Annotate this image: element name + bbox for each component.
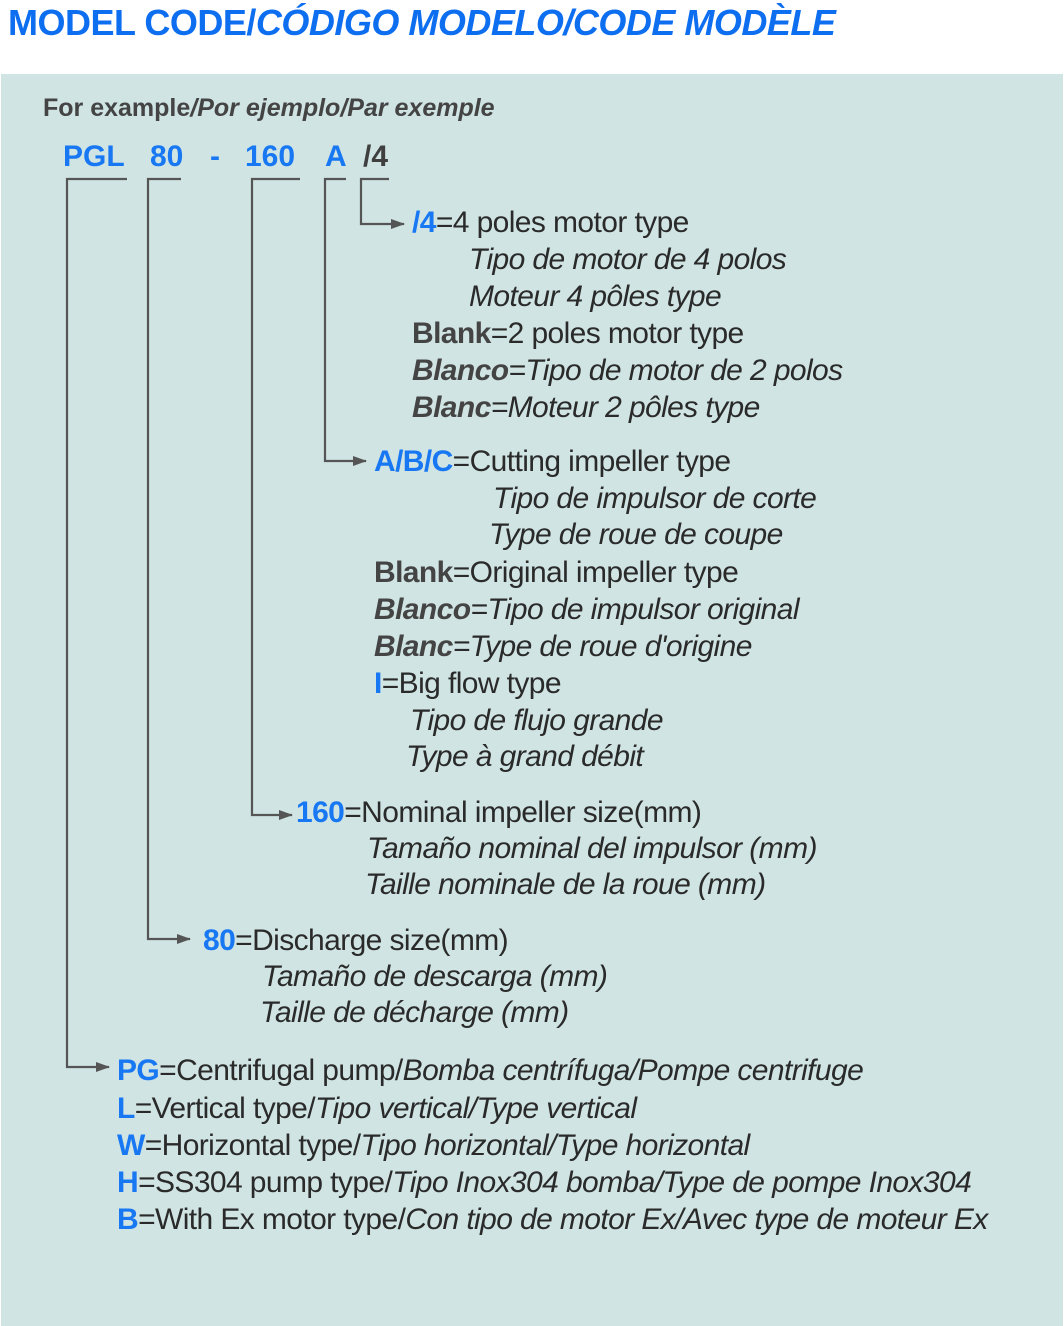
series-w-line: W=Horizontal type/Tipo horizontal/Type h… — [117, 1129, 750, 1162]
big-flow-fr-line: Type à grand débit — [406, 740, 644, 773]
discharge-es-line: Tamaño de descarga (mm) — [262, 960, 608, 993]
discharge-fr-line: Taille de décharge (mm) — [260, 996, 569, 1029]
impeller-size-fr-line: Taille nominale de la roue (mm) — [365, 868, 766, 901]
code-dash: - — [210, 140, 220, 173]
code-pgl: PGL — [63, 140, 125, 173]
poles-blank-en-line: Blank=2 poles motor type — [412, 317, 744, 350]
connector-poles — [359, 177, 405, 229]
series-pg-line: PG=Centrifugal pump/Bomba centrífuga/Pom… — [117, 1054, 864, 1087]
poles-fr-line: Moteur 4 pôles type — [469, 280, 722, 313]
impeller-size-en-line: 160=Nominal impeller size(mm) — [296, 796, 702, 829]
poles-blank-fr-line: Blanc=Moteur 2 pôles type — [412, 391, 760, 424]
connector-letter — [323, 177, 367, 466]
code-impeller-size: 160 — [245, 140, 296, 173]
series-h-line: H=SS304 pump type/Tipo Inox304 bomba/Typ… — [117, 1166, 972, 1199]
diagram-panel — [1, 74, 1063, 1326]
impeller-type-fr-line: Type de roue de coupe — [489, 518, 783, 551]
discharge-en-line: 80=Discharge size(mm) — [203, 924, 509, 957]
connector-pgl — [65, 177, 127, 1072]
connector-impeller-size — [250, 177, 300, 820]
impeller-blank-es-line: Blanco=Tipo de impulsor original — [374, 593, 800, 626]
example-label: For example/Por ejemplo/Par exemple — [43, 94, 495, 122]
page-title: MODEL CODE/CÓDIGO MODELO/CODE MODÈLE — [8, 2, 836, 43]
impeller-type-es-line: Tipo de impulsor de corte — [493, 482, 817, 515]
series-b-line: B=With Ex motor type/Con tipo de motor E… — [117, 1203, 988, 1236]
poles-es-line: Tipo de motor de 4 polos — [469, 243, 787, 276]
code-discharge: 80 — [150, 140, 184, 173]
impeller-blank-fr-line: Blanc=Type de roue d'origine — [374, 630, 752, 663]
code-poles: /4 — [363, 140, 389, 173]
big-flow-es-line: Tipo de flujo grande — [410, 704, 664, 737]
impeller-blank-en-line: Blank=Original impeller type — [374, 556, 739, 589]
big-flow-en-line: I=Big flow type — [374, 667, 562, 700]
connector-discharge — [146, 177, 191, 944]
impeller-type-en-line: A/B/C=Cutting impeller type — [374, 445, 731, 478]
impeller-size-es-line: Tamaño nominal del impulsor (mm) — [367, 832, 817, 865]
series-l-line: L=Vertical type/Tipo vertical/Type verti… — [117, 1092, 637, 1125]
code-impeller-letter: A — [325, 140, 347, 173]
poles-blank-es-line: Blanco=Tipo de motor de 2 polos — [412, 354, 843, 387]
poles-en-line: /4=4 poles motor type — [412, 206, 689, 239]
